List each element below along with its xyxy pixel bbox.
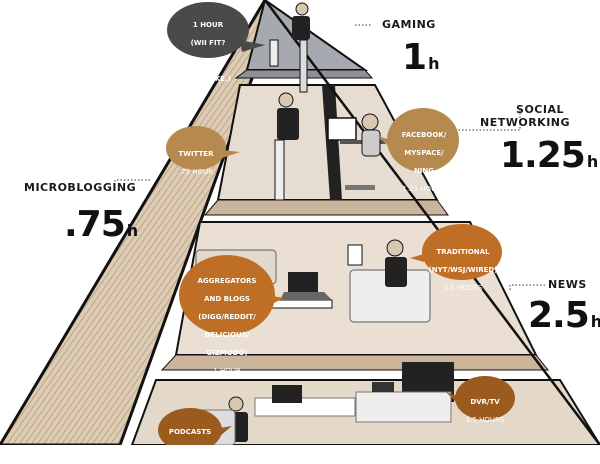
hours-news-value: 2.5 xyxy=(528,295,590,336)
bubble-traditional-hours: 1.5 HOURS xyxy=(443,284,483,292)
bubble-aggregators-line-5: GIZMODO) xyxy=(206,349,248,357)
label-gaming: GAMING xyxy=(382,18,436,31)
tier-social-divider xyxy=(322,85,342,200)
label-news: NEWS xyxy=(548,278,587,291)
pyramid-right-edge xyxy=(264,0,600,446)
bubble-podcasts-line-1: PODCASTS xyxy=(168,428,212,436)
bubble-traditional-line-1: TRADITIONAL xyxy=(436,248,490,256)
bubble-aggregators-line-3: (DIGG/REDDIT/ xyxy=(198,313,256,321)
bubble-facebook xyxy=(378,108,459,172)
bubble-aggregators-text: AGGREGATORS AND BLOGS (DIGG/REDDIT/ DELI… xyxy=(181,268,273,385)
hours-microblogging-unit: h xyxy=(126,221,139,240)
bubble-twitter-line-1: TWITTER xyxy=(178,150,214,158)
hours-news-unit: h xyxy=(590,312,600,331)
bubble-facebook-line-3: NING xyxy=(413,167,435,175)
bubble-aggregators-line-4: DELICIOUS/ xyxy=(204,331,250,339)
hours-social-unit: h xyxy=(586,152,599,171)
bubble-facebook-text: FACEBOOK/ MYSPACE/ NING 1.25 HOURS xyxy=(389,122,459,203)
bubble-podcasts-line-2: 1 HOUR xyxy=(174,446,206,454)
bubble-twitter xyxy=(166,126,240,170)
bubble-traditional xyxy=(410,224,502,280)
bubble-twitter-text: TWITTER .75 HOUR xyxy=(166,141,226,186)
gaming-figure xyxy=(269,2,310,93)
label-social-networking: SOCIAL NETWORKING xyxy=(480,103,571,129)
bubble-twitter-hours: .75 HOUR xyxy=(178,168,214,176)
bubble-gaming-line-3: PLAY TIL xyxy=(191,57,225,65)
bubble-gaming-line-2: (WII FIT? xyxy=(190,39,226,47)
tier-social-floor xyxy=(203,199,449,216)
bubble-podcasts xyxy=(158,408,232,452)
bubble-aggregators-line-2: AND BLOGS xyxy=(204,295,250,303)
bubble-aggregators-line-1: AGGREGATORS xyxy=(197,277,257,285)
hours-social-value: 1.25 xyxy=(500,135,586,176)
base-living-room xyxy=(179,362,454,446)
bubble-gaming-text: 1 HOUR (WII FIT? PLAY TIL YOU PUKE.) xyxy=(168,12,248,93)
pyramid-diagram xyxy=(0,0,600,452)
bubble-podcasts-text: PODCASTS 1 HOUR xyxy=(160,419,220,464)
bubble-facebook-line-1: FACEBOOK/ xyxy=(401,131,447,139)
bubble-gaming xyxy=(167,2,265,58)
bubble-aggregators xyxy=(179,255,284,335)
bubble-shapes xyxy=(158,2,515,452)
bubble-dvr-text: DVR/TV 1.5 HOURS xyxy=(455,389,515,434)
twitter-figure xyxy=(274,92,299,201)
bubble-traditional-text: TRADITIONAL (NYT/WSJ/WIRED) 1.5 HOURS xyxy=(423,239,503,302)
hours-gaming-value: 1 xyxy=(402,37,427,78)
bubble-facebook-hours: 1.25 HOURS xyxy=(402,185,446,193)
bubble-dvr-hours: 1.5 HOURS xyxy=(465,416,505,424)
label-microblogging: MICROBLOGGING xyxy=(24,181,137,194)
leader-lines xyxy=(114,24,545,290)
bubble-gaming-line-4: YOU PUKE.) xyxy=(185,75,231,83)
facebook-desk xyxy=(327,113,385,190)
bubble-gaming-line-1: 1 HOUR xyxy=(192,21,224,29)
hours-gaming-unit: h xyxy=(428,54,440,73)
bubble-dvr xyxy=(446,376,515,420)
bubble-facebook-line-2: MYSPACE/ xyxy=(404,149,444,157)
hours-microblogging-value: .75 xyxy=(64,204,126,245)
bubble-aggregators-hours: 1 HOUR xyxy=(213,367,241,375)
bubble-traditional-line-2: (NYT/WSJ/WIRED) xyxy=(428,266,498,274)
bubble-dvr-line-1: DVR/TV xyxy=(470,398,500,406)
